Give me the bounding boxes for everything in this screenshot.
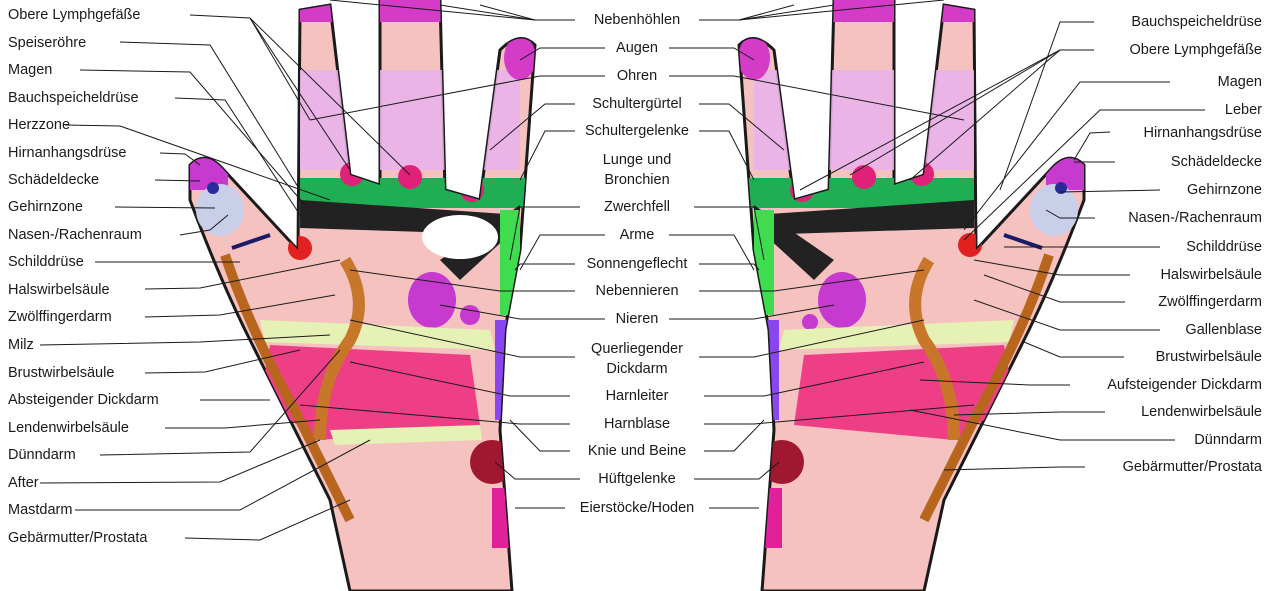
label-right-9: Halswirbelsäule bbox=[1160, 267, 1262, 283]
left-kidney bbox=[408, 272, 456, 328]
left-thumb-eye bbox=[207, 182, 219, 194]
label-left-0: Obere Lymphgefäße bbox=[8, 7, 140, 23]
label-center-11: Querliegender Dickdarm bbox=[591, 339, 683, 379]
label-left-10: Halswirbelsäule bbox=[8, 282, 110, 298]
label-center-7: Arme bbox=[620, 227, 655, 243]
left-adrenal bbox=[460, 305, 480, 325]
label-center-14: Knie und Beine bbox=[588, 443, 686, 459]
right-green-strip bbox=[754, 210, 774, 315]
label-center-9: Nebennieren bbox=[595, 283, 678, 299]
label-left-14: Absteigender Dickdarm bbox=[8, 392, 159, 408]
label-center-3: Schultergürtel bbox=[592, 96, 681, 112]
label-center-5: Lunge und Bronchien bbox=[603, 150, 672, 190]
label-right-5: Schädeldecke bbox=[1171, 154, 1262, 170]
label-left-8: Nasen-/Rachenraum bbox=[8, 227, 142, 243]
left-green-strip bbox=[500, 210, 520, 315]
label-center-12: Harnleiter bbox=[606, 388, 669, 404]
right-finger-tips bbox=[739, 0, 989, 22]
left-thumb-tip bbox=[178, 150, 228, 190]
label-center-13: Harnblase bbox=[604, 416, 670, 432]
label-left-1: Speiseröhre bbox=[8, 35, 86, 51]
right-adrenal bbox=[802, 314, 818, 330]
label-right-11: Gallenblase bbox=[1185, 322, 1262, 338]
label-left-7: Gehirnzone bbox=[8, 199, 83, 215]
label-right-14: Lendenwirbelsäule bbox=[1141, 404, 1262, 420]
label-left-17: After bbox=[8, 475, 39, 491]
label-right-12: Brustwirbelsäule bbox=[1156, 349, 1262, 365]
label-right-8: Schilddrüse bbox=[1186, 239, 1262, 255]
label-center-1: Augen bbox=[616, 40, 658, 56]
left-dot-1 bbox=[340, 162, 364, 186]
label-right-2: Magen bbox=[1218, 74, 1262, 90]
left-finger-tips bbox=[285, 0, 535, 22]
label-left-6: Schädeldecke bbox=[8, 172, 99, 188]
left-dot-2 bbox=[398, 165, 422, 189]
label-right-10: Zwölffingerdarm bbox=[1158, 294, 1262, 310]
label-left-11: Zwölffingerdarm bbox=[8, 309, 112, 325]
label-center-4: Schultergelenke bbox=[585, 123, 689, 139]
right-dot-2 bbox=[852, 165, 876, 189]
left-finger-lavender-band bbox=[300, 70, 520, 170]
label-right-3: Leber bbox=[1225, 102, 1262, 118]
label-right-4: Hirnanhangsdrüse bbox=[1144, 125, 1263, 141]
label-left-19: Gebärmutter/Prostata bbox=[8, 530, 147, 546]
left-darkred bbox=[470, 440, 514, 484]
label-left-13: Brustwirbelsäule bbox=[8, 365, 114, 381]
left-magenta-low bbox=[492, 488, 514, 548]
label-right-0: Bauchspeicheldrüse bbox=[1131, 14, 1262, 30]
label-center-0: Nebenhöhlen bbox=[594, 12, 680, 28]
label-right-1: Obere Lymphgefäße bbox=[1130, 42, 1262, 58]
label-right-7: Nasen-/Rachenraum bbox=[1128, 210, 1262, 226]
label-center-6: Zwerchfell bbox=[604, 199, 670, 215]
label-left-5: Hirnanhangsdrüse bbox=[8, 145, 127, 161]
label-left-16: Dünndarm bbox=[8, 447, 76, 463]
label-right-6: Gehirnzone bbox=[1187, 182, 1262, 198]
label-right-16: Gebärmutter/Prostata bbox=[1123, 459, 1262, 475]
left-white-oval bbox=[422, 215, 498, 259]
right-dot-1 bbox=[910, 162, 934, 186]
label-center-8: Sonnengeflecht bbox=[587, 256, 688, 272]
label-center-16: Eierstöcke/Hoden bbox=[580, 500, 694, 516]
left-thumb-zone bbox=[196, 184, 244, 236]
left-hand bbox=[178, 0, 536, 591]
label-left-9: Schilddrüse bbox=[8, 254, 84, 270]
right-red-dot bbox=[958, 233, 982, 257]
right-darkred bbox=[760, 440, 804, 484]
right-thumb-tip bbox=[1046, 150, 1096, 190]
label-left-15: Lendenwirbelsäule bbox=[8, 420, 129, 436]
right-magenta-low bbox=[760, 488, 782, 548]
label-center-15: Hüftgelenke bbox=[598, 471, 675, 487]
label-left-2: Magen bbox=[8, 62, 52, 78]
right-kidney bbox=[818, 272, 866, 328]
label-left-18: Mastdarm bbox=[8, 502, 72, 518]
label-center-2: Ohren bbox=[617, 68, 657, 84]
label-right-15: Dünndarm bbox=[1194, 432, 1262, 448]
label-left-12: Milz bbox=[8, 337, 34, 353]
label-left-3: Bauchspeicheldrüse bbox=[8, 90, 139, 106]
label-right-13: Aufsteigender Dickdarm bbox=[1107, 377, 1262, 393]
label-center-10: Nieren bbox=[616, 311, 659, 327]
label-left-4: Herzzone bbox=[8, 117, 70, 133]
left-red-dot bbox=[288, 236, 312, 260]
